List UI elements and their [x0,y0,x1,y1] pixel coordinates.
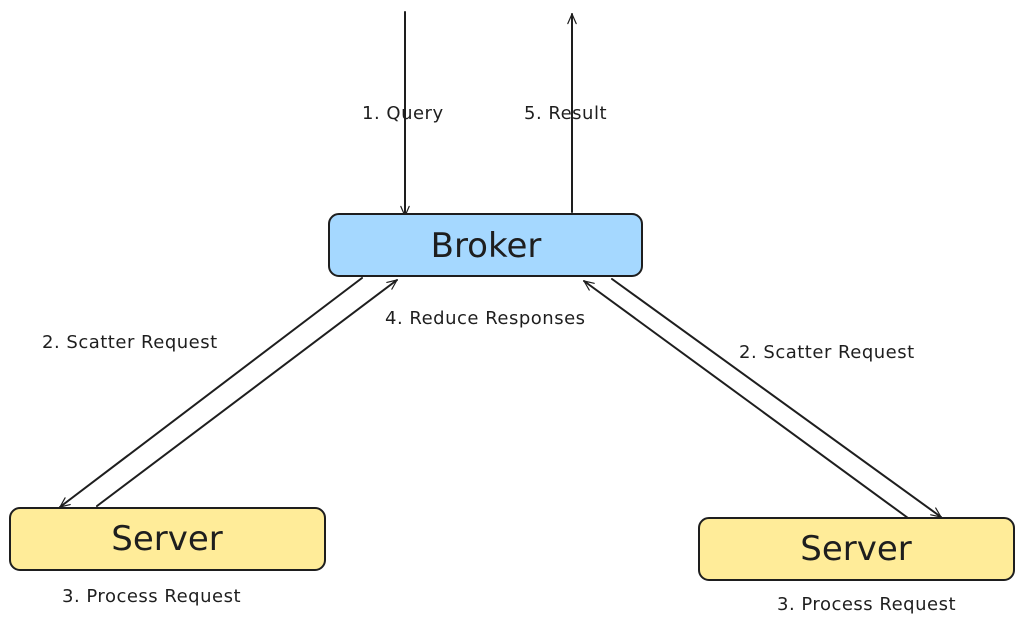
scatter-arrow-right [611,278,942,518]
response-arrow-right [583,280,909,519]
server-box-left [9,507,326,571]
query-label: 1. Query [362,103,444,124]
scatter-arrow-left [59,277,363,508]
server-node-right[interactable]: Server [698,517,1015,581]
scatter-label-left: 2. Scatter Request [42,332,218,353]
server-label-left: Server [111,519,223,559]
result-label: 5. Result [524,103,607,124]
broker-box [328,213,643,277]
process-label-left: 3. Process Request [62,586,241,607]
scatter-label-right: 2. Scatter Request [739,342,915,363]
response-arrow-left [96,279,398,507]
server-box-right [698,517,1015,581]
server-label-right: Server [800,529,912,569]
reduce-label: 4. Reduce Responses [385,308,586,329]
broker-node[interactable]: Broker [328,213,643,277]
process-label-right: 3. Process Request [777,594,956,615]
broker-label: Broker [431,226,542,266]
server-node-left[interactable]: Server [9,507,326,571]
